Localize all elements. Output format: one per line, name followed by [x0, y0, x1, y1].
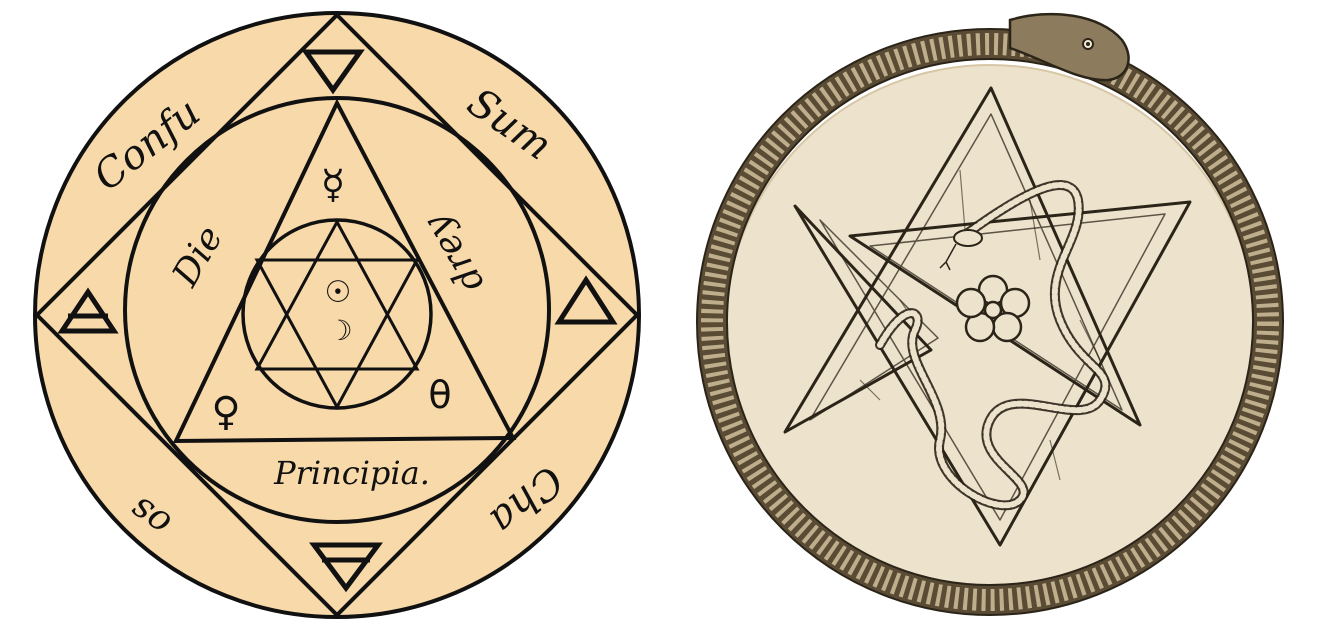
moon-symbol: ☽	[327, 314, 352, 347]
left-alchemical-seal: ☿ ♀ θ ☉ ☽ Confu Sum os Cha Die drey Prin…	[0, 0, 680, 631]
word-principia: Principia.	[273, 454, 430, 492]
sun-symbol: ☉	[325, 275, 352, 310]
five-petal-rose-icon	[957, 276, 1029, 341]
ouroboros-serpent-icon	[697, 14, 1283, 615]
salt-symbol: θ	[428, 373, 451, 417]
unicursal-hexagram-icon	[785, 88, 1190, 545]
parchment-disc	[725, 65, 1255, 595]
mercury-symbol: ☿	[321, 162, 346, 208]
entwined-serpent-icon	[880, 185, 1105, 505]
venus-symbol: ♀	[211, 389, 240, 435]
